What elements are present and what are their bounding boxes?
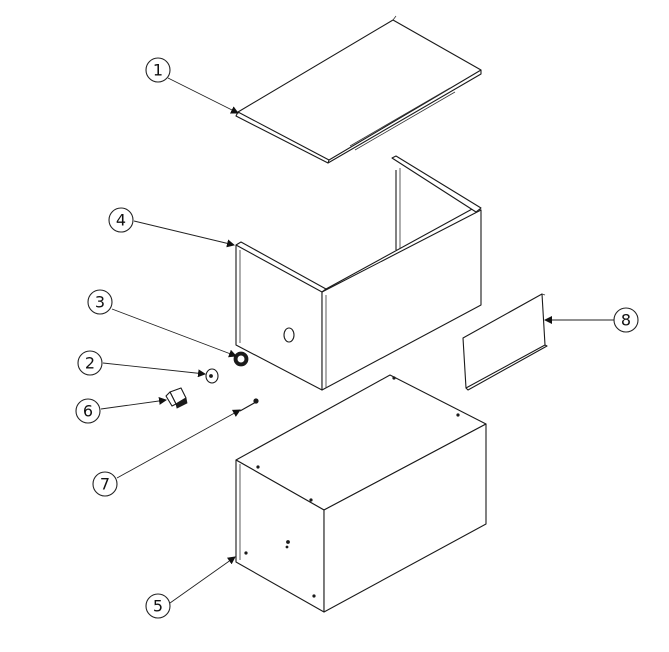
part-5-base	[235, 374, 487, 613]
callout-6-label: 6	[83, 402, 93, 421]
callout-3: 3	[87, 289, 113, 315]
callout-8: 8	[613, 307, 639, 333]
callout-1-label: 1	[153, 61, 163, 80]
callout-5-label: 5	[153, 597, 163, 616]
callout-6: 6	[75, 398, 101, 424]
callout-4-label: 4	[116, 211, 126, 230]
callout-7: 7	[92, 471, 118, 497]
part-8-panel	[462, 293, 548, 391]
part-2-washer	[205, 368, 219, 384]
callout-4: 4	[108, 207, 134, 233]
part-4-shell	[235, 155, 482, 391]
part-6-knob	[165, 387, 188, 409]
callout-3-label: 3	[95, 293, 105, 312]
callout-2: 2	[77, 350, 103, 376]
part-1-lid	[235, 15, 482, 164]
callout-5: 5	[145, 593, 171, 619]
callout-7-label: 7	[100, 475, 110, 494]
leader-lines	[100, 77, 614, 604]
callout-1: 1	[145, 57, 171, 83]
callout-8-label: 8	[621, 311, 631, 330]
part-7-pin	[239, 398, 259, 412]
part-3-grommet	[233, 351, 249, 367]
callout-2-label: 2	[85, 354, 95, 373]
